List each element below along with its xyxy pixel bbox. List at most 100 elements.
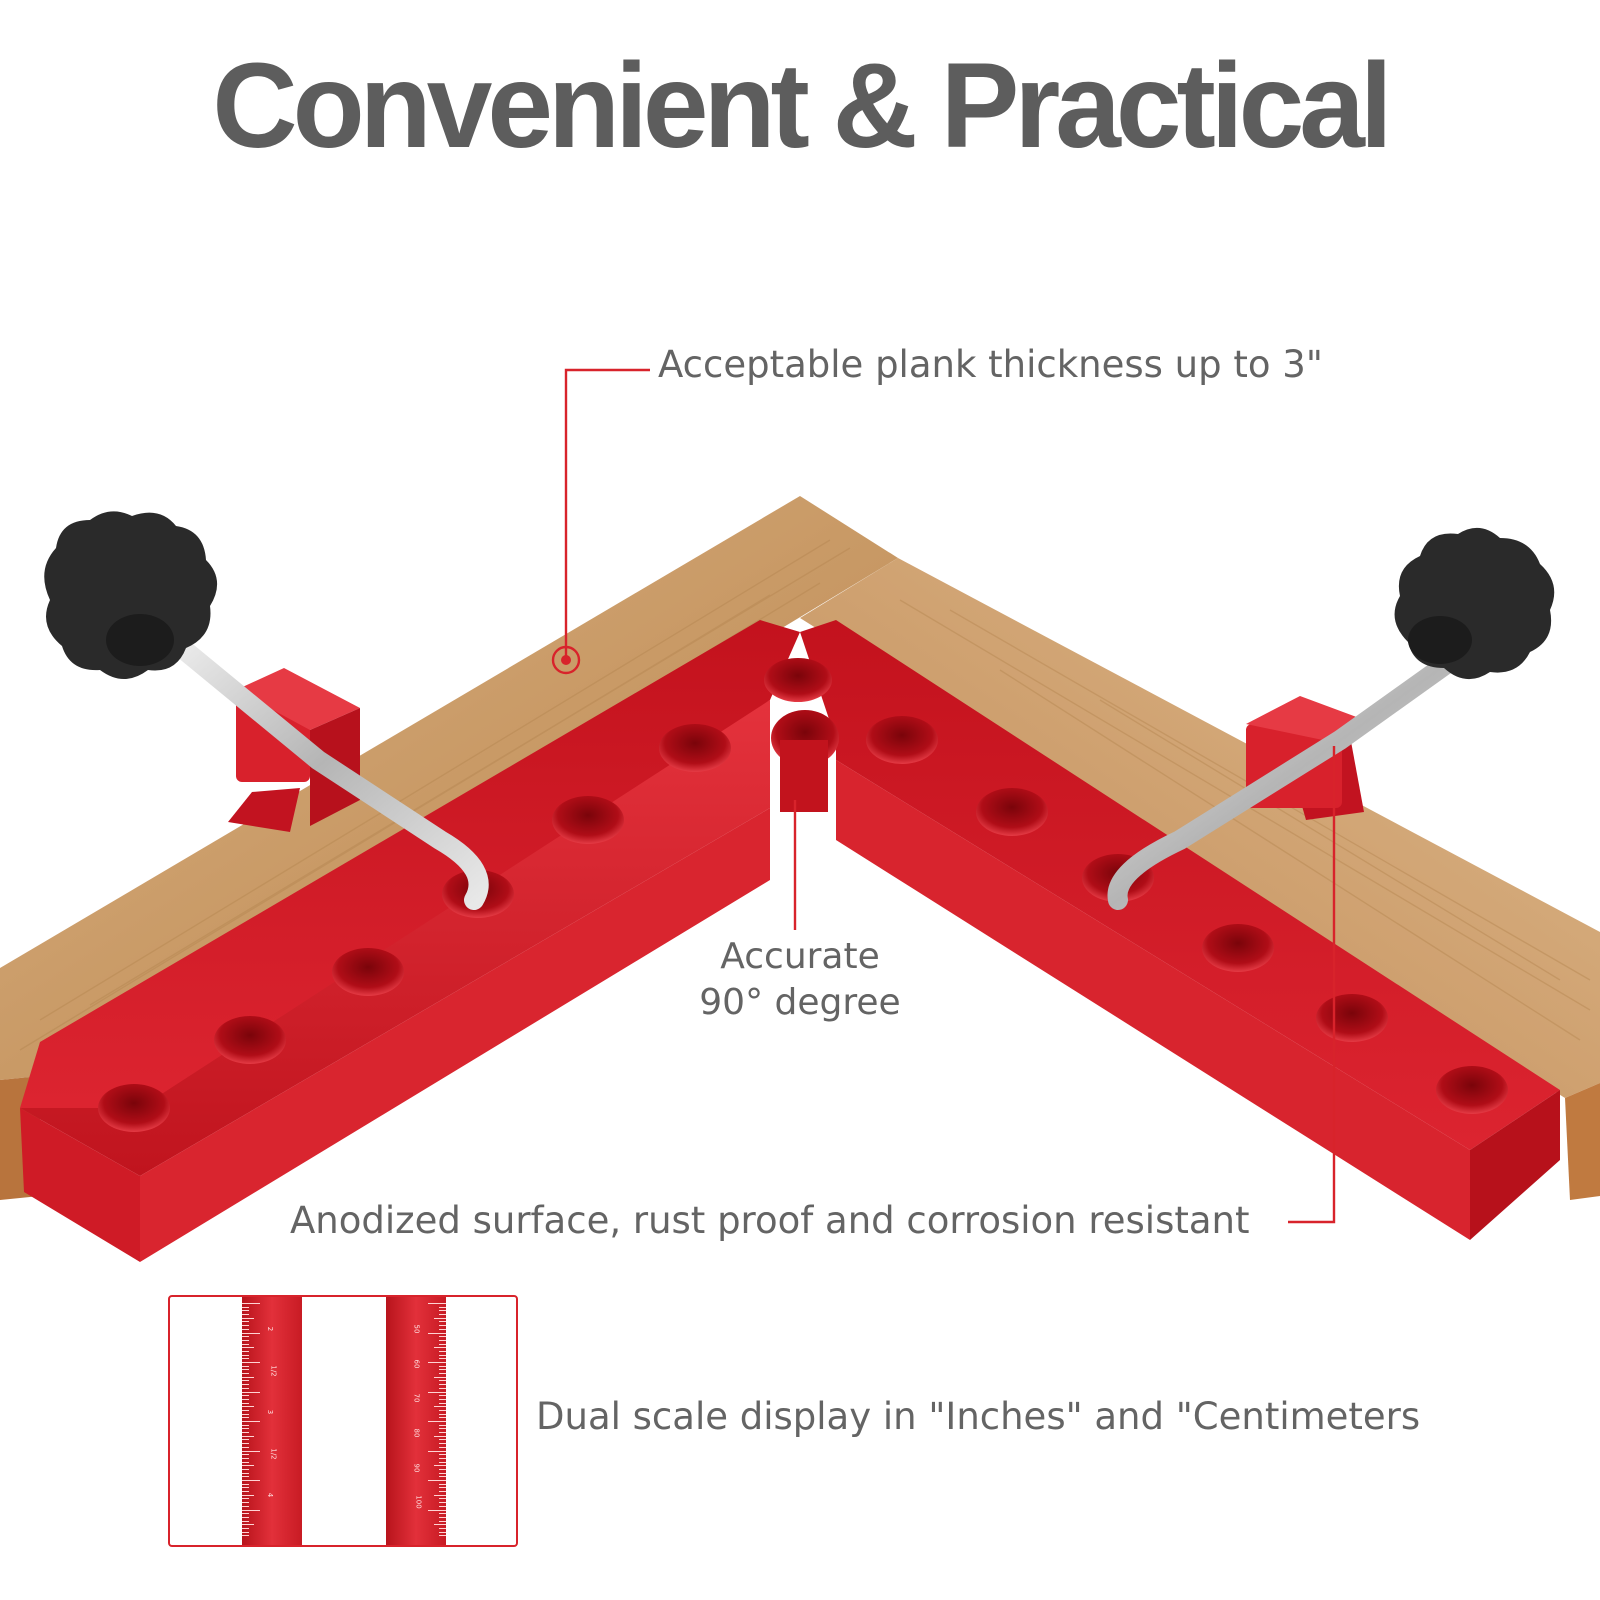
ruler-tick (242, 1310, 249, 1312)
ruler-tick (242, 1406, 254, 1408)
ruler-tick (439, 1516, 446, 1518)
ruler-tick (242, 1391, 260, 1393)
ruler-tick (439, 1527, 446, 1529)
ruler-tick (242, 1321, 249, 1323)
ruler-tick (439, 1513, 446, 1515)
ruler-tick (434, 1376, 446, 1378)
ruler-tick (242, 1516, 249, 1518)
ruler-tick (439, 1483, 446, 1485)
ruler-tick (439, 1461, 446, 1463)
ruler-tick (242, 1435, 254, 1437)
ruler-tick (242, 1395, 249, 1397)
ruler-tick (434, 1435, 446, 1437)
ruler-tick (439, 1328, 446, 1330)
headline: Convenient & Practical (212, 38, 1392, 174)
ruler-tick (242, 1409, 249, 1411)
ruler-tick (428, 1450, 446, 1452)
ruler-tick (242, 1498, 249, 1500)
left-clamp (44, 511, 489, 910)
ruler-tick (439, 1310, 446, 1312)
ruler-tick (242, 1380, 249, 1382)
ruler-tick (439, 1439, 446, 1441)
ruler-tick (439, 1472, 446, 1474)
ruler-tick (434, 1317, 446, 1319)
ruler-tick (439, 1476, 446, 1478)
ruler-tick (439, 1409, 446, 1411)
ruler-tick (242, 1306, 249, 1308)
ruler-tick (439, 1491, 446, 1493)
ruler-tick (242, 1513, 249, 1515)
ruler-tick (242, 1369, 249, 1371)
ruler-tick (439, 1350, 446, 1352)
ruler-tick (439, 1468, 446, 1470)
ruler-tick (439, 1498, 446, 1500)
ruler-tick (242, 1480, 260, 1481)
ruler-tick (242, 1483, 249, 1485)
ruler-tick (434, 1524, 446, 1526)
right-knob (1394, 527, 1555, 680)
ruler-tick (439, 1443, 446, 1445)
ruler-tick (242, 1339, 249, 1341)
ruler-tick (242, 1454, 249, 1456)
ruler-tick (439, 1387, 446, 1389)
ruler-label: 70 (412, 1393, 421, 1403)
ruler-tick (428, 1303, 446, 1304)
ruler-tick (428, 1509, 446, 1511)
ruler-tick (439, 1373, 446, 1375)
ruler-tick (242, 1443, 249, 1445)
ruler-tick (439, 1535, 446, 1537)
ruler-tick (242, 1421, 260, 1422)
ruler-tick (439, 1457, 446, 1459)
ruler-tick (439, 1402, 446, 1404)
ruler-tick (242, 1535, 249, 1537)
ruler-tick (242, 1325, 249, 1327)
ruler-tick (439, 1428, 446, 1430)
ruler-tick (242, 1428, 249, 1430)
ruler-tick (434, 1494, 446, 1496)
ruler-tick (242, 1457, 249, 1459)
ruler-label: 60 (412, 1359, 421, 1369)
ruler-tick (242, 1317, 254, 1319)
ruler-label: 90 (412, 1463, 421, 1473)
ruler-tick (242, 1524, 254, 1526)
callout-plank-thickness: Acceptable plank thickness up to 3" (658, 343, 1323, 386)
ruler-tick (242, 1365, 249, 1367)
callout-accurate-line2: 90° degree (699, 982, 901, 1023)
ruler-tick (242, 1472, 249, 1474)
ruler-tick (242, 1494, 254, 1496)
ruler-tick (242, 1354, 249, 1356)
ruler-tick (428, 1391, 446, 1393)
ruler-tick (242, 1465, 254, 1467)
ruler-tick (242, 1387, 249, 1389)
ruler-tick (439, 1343, 446, 1345)
callout-anodized-surface: Anodized surface, rust proof and corrosi… (290, 1199, 1250, 1242)
ruler-tick (242, 1527, 249, 1529)
ruler-tick (439, 1424, 446, 1426)
ruler-tick (242, 1328, 249, 1330)
ruler-tick (439, 1446, 446, 1448)
ruler-tick (439, 1395, 446, 1397)
ruler-tick (242, 1303, 260, 1304)
ruler-tick (428, 1362, 446, 1363)
ruler-tick (439, 1339, 446, 1341)
ruler-tick (242, 1520, 249, 1522)
ruler-tick (439, 1321, 446, 1323)
ruler-tick (242, 1461, 249, 1463)
ruler-tick (439, 1365, 446, 1367)
ruler-label: 100 (414, 1495, 423, 1510)
ruler-tick (242, 1402, 249, 1404)
ruler-tick (439, 1520, 446, 1522)
ruler-tick (242, 1476, 249, 1478)
ruler-tick (242, 1505, 249, 1507)
callout-accurate-angle: Accurate 90° degree (680, 934, 920, 1026)
callout-accurate-line1: Accurate (720, 936, 880, 977)
ruler-label: 4 (266, 1493, 275, 1498)
ruler-tick (439, 1398, 446, 1400)
ruler-tick (242, 1468, 249, 1470)
ruler-tick (439, 1531, 446, 1533)
ruler-tick (428, 1332, 446, 1334)
ruler-tick (242, 1439, 249, 1441)
